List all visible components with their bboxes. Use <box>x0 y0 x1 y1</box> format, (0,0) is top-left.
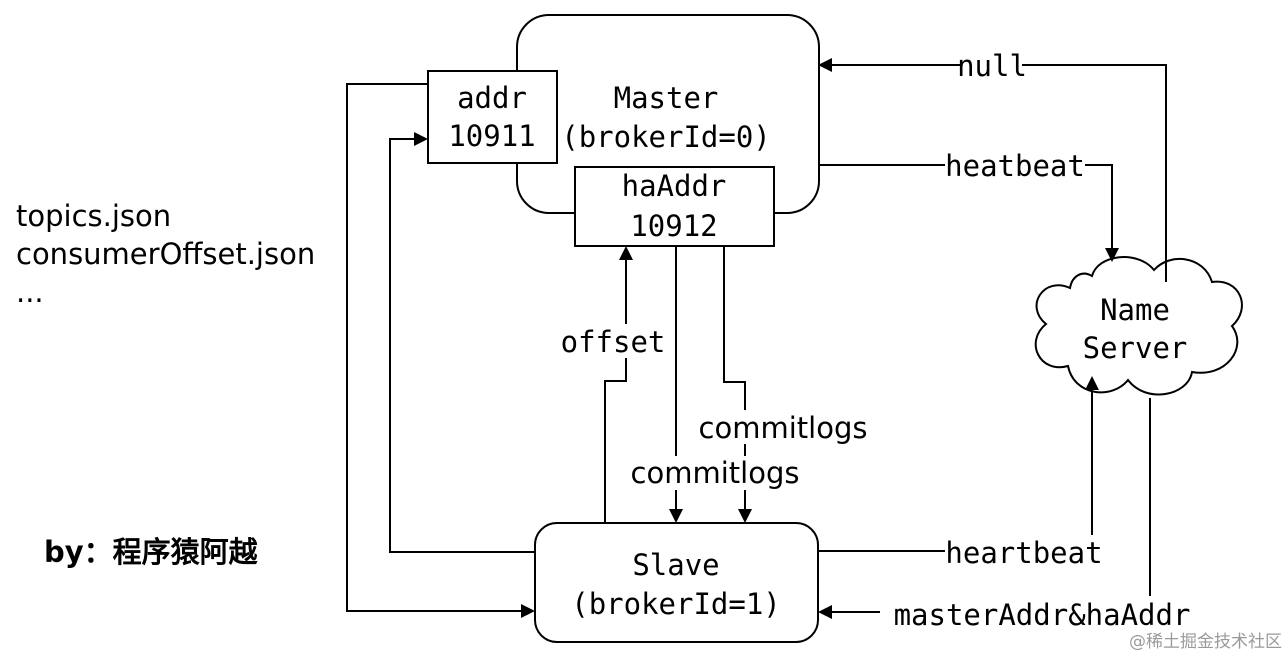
file-more: ... <box>16 275 44 309</box>
name-server-line2: Server <box>1083 331 1188 365</box>
edge-heartbeat-label-bg <box>945 535 1103 569</box>
edge-slave-to-addr-line <box>389 138 535 553</box>
slave-subtitle: (brokerId=1) <box>571 587 781 621</box>
edge-offset-label-bg <box>560 324 666 358</box>
edge-null-arrowhead <box>818 58 832 72</box>
edge-addr-to-slave-arrowhead <box>521 604 535 618</box>
edge-offset-arrowhead <box>619 246 633 260</box>
edge-null-label: null <box>957 49 1027 83</box>
edge-masteraddr-label-bg <box>880 596 1206 630</box>
haaddr-label: haAddr <box>622 169 727 203</box>
edge-heatbeat-label: heatbeat <box>945 149 1085 183</box>
edge-masteraddr-label: masterAddr&haAddr <box>894 598 1191 632</box>
name-server-line1: Name <box>1100 293 1170 327</box>
addr-label: addr <box>457 81 527 115</box>
edge-commitlogs-a-label-bg <box>630 456 798 490</box>
addr-port: 10911 <box>448 119 535 153</box>
edge-addr-to-slave-line <box>346 83 523 612</box>
edge-heatbeat-line <box>819 164 1113 250</box>
edge-null-line <box>830 64 1167 282</box>
slave-node <box>534 522 819 643</box>
edge-heatbeat-arrowhead <box>1105 248 1119 262</box>
edge-commitlogs-b-line <box>723 246 746 511</box>
file-topics: topics.json <box>16 199 171 233</box>
addr-box <box>427 70 558 164</box>
edge-heatbeat-label-bg <box>945 148 1085 182</box>
edge-null-label-bg <box>962 48 1022 82</box>
slave-title: Slave <box>632 548 719 582</box>
edge-commitlogs-b-arrowhead <box>738 509 752 523</box>
master-title: Master <box>614 81 719 115</box>
haaddr-box <box>574 166 775 247</box>
edge-commitlogs-b-label: commitlogs <box>699 411 868 445</box>
edge-commitlogs-a-arrowhead <box>669 509 683 523</box>
edge-offset-line <box>604 258 627 523</box>
edge-offset-label: offset <box>561 325 666 359</box>
watermark: @稀土掘金技术社区 <box>1129 632 1282 652</box>
author-credit: by：程序猿阿越 <box>44 535 259 569</box>
name-server-cloud <box>1034 256 1243 396</box>
edge-heartbeat-arrowhead <box>1085 376 1099 390</box>
edge-masteraddr-line <box>830 398 1151 613</box>
master-subtitle: (brokerId=0) <box>561 120 771 154</box>
haaddr-port: 10912 <box>630 209 717 243</box>
edge-masteraddr-arrowhead <box>818 605 832 619</box>
edge-commitlogs-a-label: commitlogs <box>631 456 800 490</box>
edge-heartbeat-label: heartbeat <box>945 536 1102 570</box>
edge-slave-to-addr-arrowhead <box>414 132 428 146</box>
file-consumer-offset: consumerOffset.json <box>16 237 315 271</box>
edge-commitlogs-b-label-bg <box>700 410 866 444</box>
